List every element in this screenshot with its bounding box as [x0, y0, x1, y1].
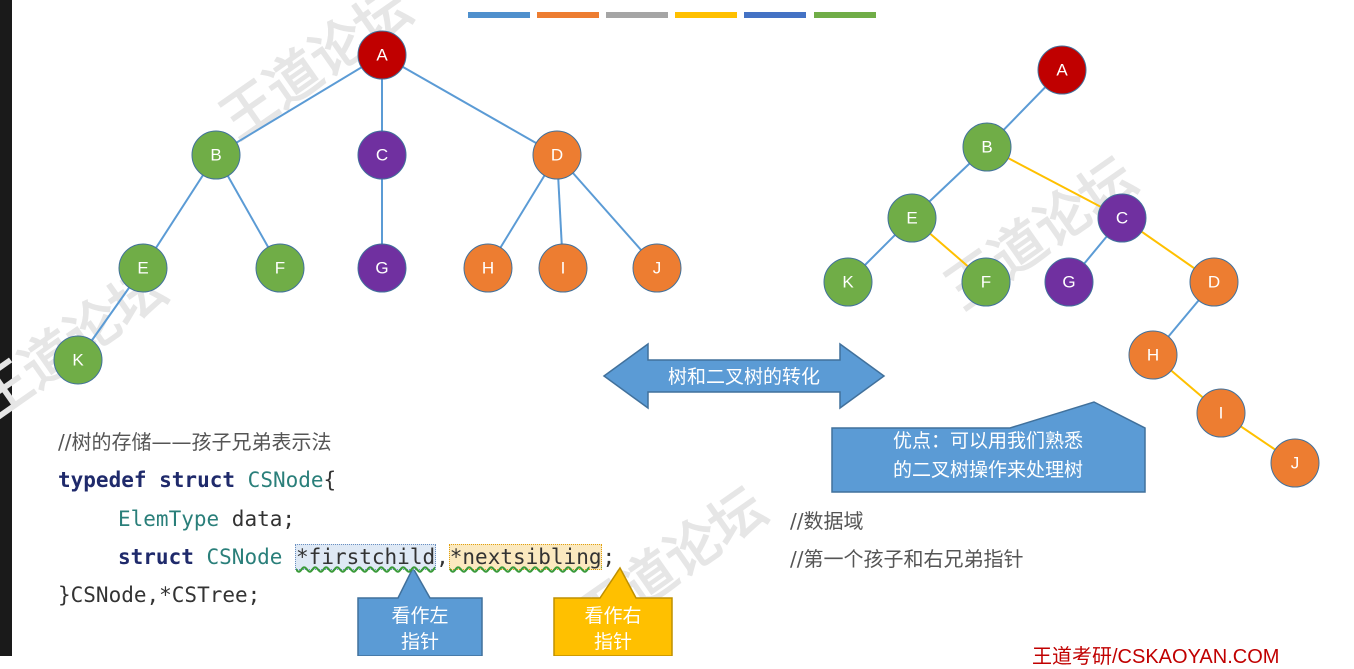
- color-stripe-2: [537, 12, 599, 18]
- color-stripe-5: [744, 12, 806, 18]
- left-tree-node-label-f: F: [275, 259, 285, 278]
- right-tree-node-label-d: D: [1208, 273, 1220, 292]
- advantage-line-1: 优点：可以用我们熟悉: [893, 430, 1083, 452]
- right-tree-node-a: A: [1037, 45, 1087, 95]
- right-tree-nodes: A B C D E F G H I J K: [823, 45, 1320, 488]
- left-tree-edge-a-b: [215, 54, 383, 156]
- left-tree-node-k: K: [53, 335, 103, 385]
- left-tree-node-label-c: C: [376, 146, 388, 165]
- firstchild-field: *firstchild: [295, 544, 437, 570]
- right-pointer-line-1: 看作右: [584, 605, 641, 627]
- arrow-label: 树和二叉树的转化: [668, 366, 820, 388]
- right-pointer-callout-shape: [553, 566, 673, 656]
- advantage-callout: 优点：可以用我们熟悉 的二叉树操作来处理树: [831, 401, 1146, 493]
- left-pointer-line-1: 看作左: [391, 605, 448, 627]
- right-tree-node-label-e: E: [906, 209, 917, 228]
- footer-credit: 王道考研/CSKAOYAN.COM: [1032, 646, 1280, 668]
- right-tree-node-label-b: B: [981, 138, 992, 157]
- left-tree-node-label-h: H: [482, 259, 494, 278]
- right-tree-node-label-h: H: [1147, 346, 1159, 365]
- left-edge-bar: [0, 0, 12, 656]
- left-tree-node-label-d: D: [551, 146, 563, 165]
- color-stripe-3: [606, 12, 668, 18]
- double-arrow-icon: [602, 342, 886, 410]
- left-tree-node-label-e: E: [137, 259, 148, 278]
- right-tree-node-h: H: [1128, 330, 1178, 380]
- nextsibling-field: *nextsibling: [448, 544, 603, 570]
- right-tree-node-g: G: [1044, 257, 1094, 307]
- right-tree-node-label-f: F: [981, 273, 991, 292]
- right-tree-node-e: E: [887, 193, 937, 243]
- left-pointer-line-2: 指针: [401, 631, 439, 653]
- left-tree-node-label-g: G: [375, 259, 388, 278]
- left-pointer-callout: 看作左 指针: [357, 566, 483, 656]
- right-tree-node-label-j: J: [1291, 454, 1300, 473]
- comment-data-field: //数据域: [790, 509, 864, 533]
- left-tree-node-label-k: K: [72, 351, 84, 370]
- right-tree-node-label-k: K: [842, 273, 854, 292]
- code-line-typedef: typedef struct CSNode{: [58, 468, 337, 492]
- right-tree-edge-b-c: [986, 146, 1123, 219]
- right-tree-node-b: B: [962, 122, 1012, 172]
- left-tree-node-label-b: B: [210, 146, 221, 165]
- right-tree-node-label-i: I: [1219, 404, 1224, 423]
- code-line-pointers: struct CSNode *firstchild,*nextsibling;: [118, 544, 616, 570]
- right-tree-node-j: J: [1270, 438, 1320, 488]
- right-tree-node-i: I: [1196, 388, 1246, 438]
- left-tree-node-g: G: [357, 243, 407, 293]
- right-pointer-callout: 看作右 指针: [553, 566, 673, 656]
- left-tree-edge-d-j: [556, 154, 658, 269]
- left-tree-node-a: A: [357, 30, 407, 80]
- comment-pointer-fields: //第一个孩子和右兄弟指针: [790, 547, 1024, 571]
- right-tree-node-c: C: [1097, 193, 1147, 243]
- left-tree-node-e: E: [118, 243, 168, 293]
- left-tree-node-label-a: A: [376, 46, 388, 65]
- left-tree-nodes: A B C D E F G H I J K: [53, 30, 682, 385]
- right-tree-node-label-c: C: [1116, 209, 1128, 228]
- left-tree-node-d: D: [532, 130, 582, 180]
- left-tree-edges: [77, 54, 658, 361]
- right-tree-node-f: F: [961, 257, 1011, 307]
- left-tree-node-label-j: J: [653, 259, 662, 278]
- right-tree-node-k: K: [823, 257, 873, 307]
- code-line-data: ElemType data;: [118, 507, 296, 531]
- left-tree-node-j: J: [632, 243, 682, 293]
- right-pointer-line-2: 指针: [594, 631, 632, 653]
- advantage-line-2: 的二叉树操作来处理树: [893, 459, 1083, 481]
- left-tree-node-b: B: [191, 130, 241, 180]
- right-tree-node-d: D: [1189, 257, 1239, 307]
- color-stripe-6: [814, 12, 876, 18]
- code-comment-title: //树的存储——孩子兄弟表示法: [58, 430, 332, 454]
- conversion-arrow: 树和二叉树的转化: [602, 342, 886, 410]
- right-tree-node-label-g: G: [1062, 273, 1075, 292]
- left-pointer-callout-shape: [357, 566, 483, 656]
- advantage-callout-shape: [831, 401, 1146, 493]
- left-tree-node-label-i: I: [561, 259, 566, 278]
- left-tree-node-h: H: [463, 243, 513, 293]
- left-tree-node-i: I: [538, 243, 588, 293]
- left-tree-edge-a-d: [381, 54, 558, 156]
- color-stripe-1: [468, 12, 530, 18]
- left-tree-node-f: F: [255, 243, 305, 293]
- code-line-close: }CSNode,*CSTree;: [58, 583, 261, 607]
- color-stripe-4: [675, 12, 737, 18]
- left-tree-node-c: C: [357, 130, 407, 180]
- right-tree-node-label-a: A: [1056, 61, 1068, 80]
